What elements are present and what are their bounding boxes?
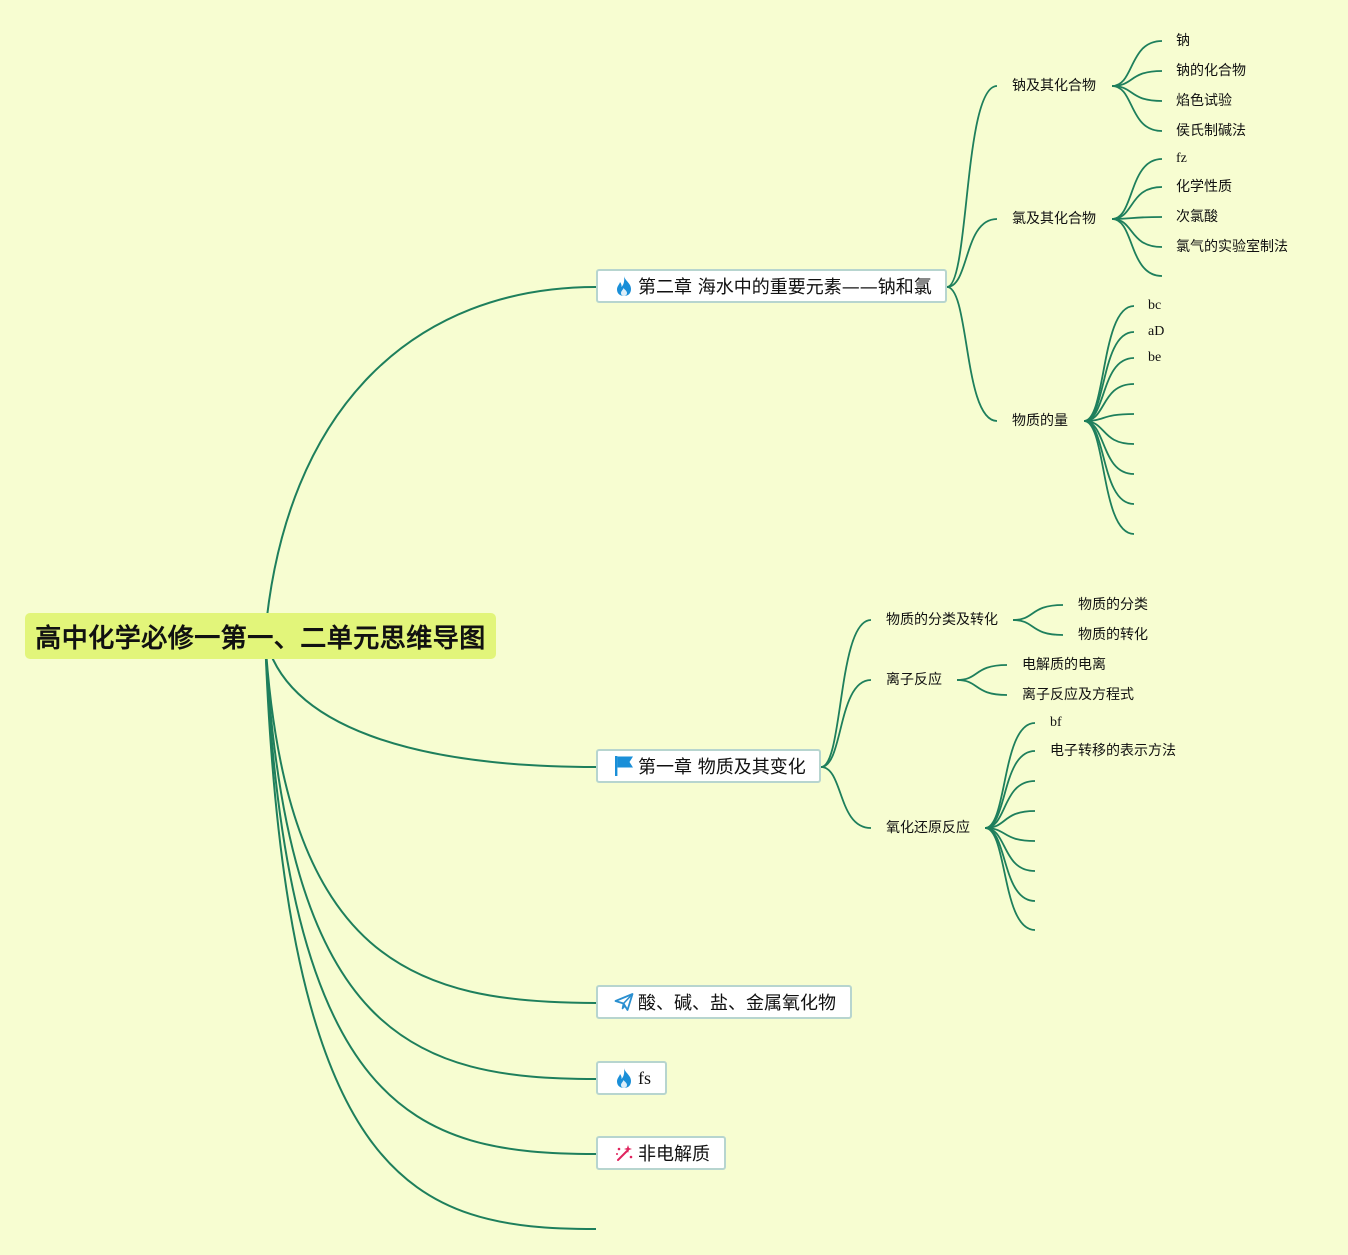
edge-chlorine-leaf	[1111, 218, 1163, 248]
branch-chapter-1[interactable]: 第一章 物质及其变化	[596, 749, 821, 783]
subtopic-ionic-reactions[interactable]: 离子反应	[886, 672, 942, 688]
leaf-chemical-properties[interactable]: 化学性质	[1176, 179, 1232, 195]
branch-non-electrolyte[interactable]: 非电解质	[596, 1136, 726, 1170]
edge-root-empty	[264, 635, 597, 1230]
edge-root-chapter-2	[264, 286, 597, 637]
edge-amount-leaf	[1083, 357, 1135, 422]
subtopic-sodium-compounds[interactable]: 钠及其化合物	[1012, 78, 1096, 94]
edge-chapter-1-subtopic	[820, 766, 872, 829]
fire-icon	[614, 1067, 634, 1089]
subtopic-amount-of-substance[interactable]: 物质的量	[1012, 413, 1068, 429]
branch-acids-bases-salts[interactable]: 酸、碱、盐、金属氧化物	[596, 985, 852, 1019]
leaf-sodium-compounds[interactable]: 钠的化合物	[1176, 63, 1246, 79]
edge-redox-leaf	[984, 750, 1036, 829]
edge-redox-leaf	[984, 722, 1036, 829]
edge-chapter-2-subtopic	[946, 286, 998, 422]
leaf-ionic-equations[interactable]: 离子反应及方程式	[1022, 687, 1134, 703]
edge-redox-leaf	[984, 827, 1036, 872]
edge-sodium-leaf	[1111, 85, 1163, 132]
edge-sodium-leaf	[1111, 40, 1163, 87]
edge-chapter-1-subtopic	[820, 619, 872, 768]
edge-chlorine-leaf	[1111, 186, 1163, 220]
edge-amount-leaf	[1083, 420, 1135, 475]
branch-fs-label: fs	[638, 1067, 651, 1088]
edge-amount-leaf	[1083, 331, 1135, 422]
leaf-be[interactable]: be	[1148, 350, 1162, 365]
subtopic-classification-conversion[interactable]: 物质的分类及转化	[886, 612, 998, 628]
leaf-flame-test[interactable]: 焰色试验	[1176, 93, 1232, 109]
branch-acids-label: 酸、碱、盐、金属氧化物	[638, 993, 836, 1014]
edge-amount-leaf	[1083, 420, 1135, 505]
root-topic[interactable]: 高中化学必修一第一、二单元思维导图	[25, 613, 496, 659]
edge-root-acids	[264, 635, 597, 1004]
edge-root-non-electrolyte	[264, 635, 597, 1155]
leaf-hou-process[interactable]: 侯氏制碱法	[1176, 123, 1246, 139]
edge-chapter-2-subtopic	[946, 218, 998, 288]
leaf-aD[interactable]: aD	[1148, 324, 1165, 339]
leaf-hypochlorous-acid[interactable]: 次氯酸	[1176, 209, 1218, 225]
branch-chapter-2[interactable]: 第二章 海水中的重要元素——钠和氯	[596, 269, 947, 303]
root-topic-label: 高中化学必修一第一、二单元思维导图	[35, 623, 486, 654]
subtopic-redox-reactions[interactable]: 氧化还原反应	[886, 820, 970, 836]
leaf-fz[interactable]: fz	[1176, 151, 1187, 166]
edge-redox-leaf	[984, 780, 1036, 829]
paper-plane-icon	[614, 991, 634, 1013]
sparkle-wand-icon	[614, 1142, 634, 1164]
edge-ionic-leaf	[956, 679, 1008, 696]
edge-classification-leaf	[1012, 619, 1064, 636]
edge-redox-leaf	[984, 827, 1036, 902]
edge-root-chapter-1	[264, 635, 597, 768]
leaf-bf[interactable]: bf	[1050, 715, 1062, 730]
branch-chapter-2-label: 第二章 海水中的重要元素——钠和氯	[638, 277, 932, 298]
leaf-electron-transfer-notation[interactable]: 电子转移的表示方法	[1050, 743, 1176, 759]
edge-amount-leaf	[1083, 420, 1135, 535]
leaf-electrolyte-ionization[interactable]: 电解质的电离	[1022, 657, 1106, 673]
edge-chapter-2-subtopic	[946, 85, 998, 288]
flag-icon	[614, 755, 634, 777]
edge-chlorine-leaf	[1111, 218, 1163, 277]
edge-root-fs	[264, 635, 597, 1080]
leaf-chlorine-lab-prep[interactable]: 氯气的实验室制法	[1176, 239, 1288, 255]
edge-redox-leaf	[984, 827, 1036, 931]
edge-chapter-1-subtopic	[820, 679, 872, 768]
branch-fs[interactable]: fs	[596, 1061, 667, 1095]
leaf-sodium[interactable]: 钠	[1176, 33, 1190, 49]
leaf-bc[interactable]: bc	[1148, 298, 1162, 313]
branch-chapter-1-label: 第一章 物质及其变化	[638, 757, 806, 778]
edge-ionic-leaf	[956, 664, 1008, 681]
branch-non-electrolyte-label: 非电解质	[638, 1144, 710, 1165]
edge-chlorine-leaf	[1111, 158, 1163, 220]
fire-icon	[614, 275, 634, 297]
subtopic-chlorine-compounds[interactable]: 氯及其化合物	[1012, 211, 1096, 227]
leaf-conversion[interactable]: 物质的转化	[1078, 627, 1148, 643]
edge-classification-leaf	[1012, 604, 1064, 621]
leaf-classification[interactable]: 物质的分类	[1078, 597, 1148, 613]
